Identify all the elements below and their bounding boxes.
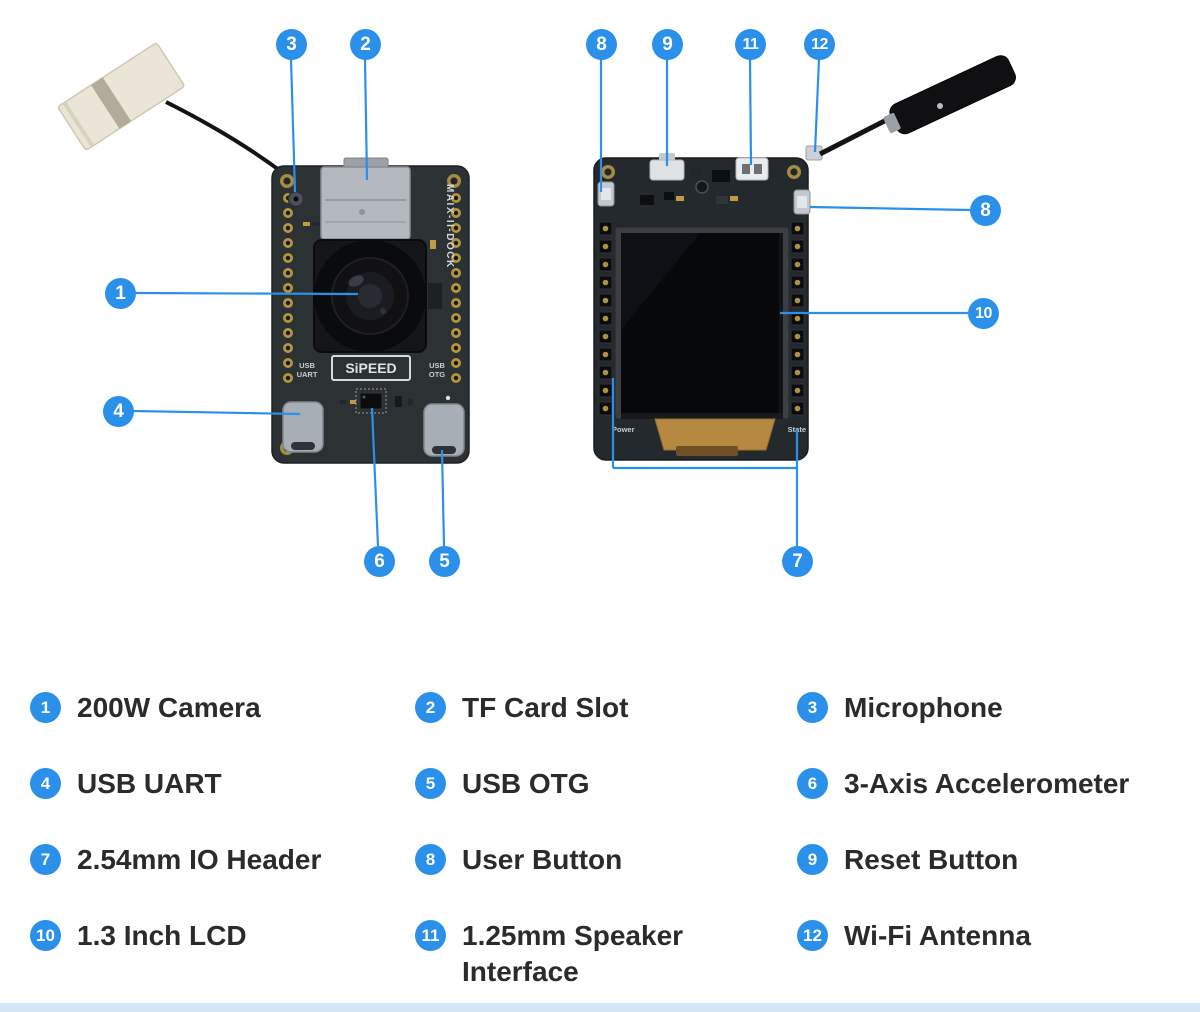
callout-badge-5: 5 <box>429 546 460 577</box>
board-front: SiPEED MAIX-II-DOCK USB UART USB OTG <box>271 157 470 464</box>
usb-otg-connector <box>423 403 465 457</box>
legend-number-badge: 5 <box>415 768 446 799</box>
legend-label: 1.25mm Speaker Interface <box>462 920 684 987</box>
board-annotation-diagram: SiPEED MAIX-II-DOCK USB UART USB OTG <box>57 29 1016 577</box>
silkscreen-front: SiPEED MAIX-II-DOCK USB UART USB OTG <box>297 184 455 381</box>
legend-label: TF Card Slot <box>462 692 629 723</box>
callout-badge-7: 7 <box>782 546 813 577</box>
small-chips-back <box>640 168 738 205</box>
legend-item-microphone: 3 Microphone <box>797 690 1195 726</box>
line-to-camera <box>134 291 359 296</box>
callout-badge-11: 11 <box>735 29 766 60</box>
legend-label: User Button <box>462 844 623 875</box>
io-header-pads-front <box>283 193 461 383</box>
callout-badge-8b: 8 <box>970 195 1001 226</box>
legend-label: 3-Axis Accelerometer <box>844 768 1130 799</box>
legend: 1 200W Camera 2 TF Card Slot 3 Microphon… <box>30 690 1195 990</box>
legend-item-accelerometer: 6 3-Axis Accelerometer <box>797 766 1195 802</box>
legend-number-badge: 8 <box>415 844 446 875</box>
line-to-antenna-connector <box>813 58 821 153</box>
legend-number-badge: 9 <box>797 844 828 875</box>
legend-item-wifi-antenna: 12 Wi-Fi Antenna <box>797 918 1195 990</box>
user-button-right <box>793 189 811 215</box>
line-to-microphone <box>289 58 297 193</box>
legend-label: USB UART <box>77 768 222 799</box>
legend-number-badge: 4 <box>30 768 61 799</box>
microphone <box>287 190 305 208</box>
legend-label: Reset Button <box>844 844 1019 875</box>
tf-card-slot <box>320 157 411 240</box>
callout-badge-10: 10 <box>968 298 999 329</box>
board-back: Power State <box>593 145 823 461</box>
legend-item-io-header: 7 2.54mm IO Header <box>30 842 415 878</box>
callout-badge-2: 2 <box>350 29 381 60</box>
passive-components <box>303 222 451 407</box>
legend-item-tf-card: 2 TF Card Slot <box>415 690 797 726</box>
power-label: Power <box>612 425 635 434</box>
usb-otg-label2: OTG <box>429 370 445 379</box>
line-to-usb-otg <box>440 449 446 547</box>
line-to-accelerometer <box>370 407 380 547</box>
line-to-user-button-right <box>809 205 971 212</box>
line-to-io-headers <box>611 378 799 546</box>
sipeed-logo-text: SiPEED <box>345 360 396 376</box>
callout-badge-1: 1 <box>105 278 136 309</box>
line-to-speaker-interface <box>748 58 753 166</box>
legend-label: USB OTG <box>462 768 590 799</box>
lcd-screen <box>614 226 790 420</box>
callout-badge-3: 3 <box>276 29 307 60</box>
io-header-left <box>598 221 613 416</box>
callout-badge-4: 4 <box>103 396 134 427</box>
legend-number-badge: 6 <box>797 768 828 799</box>
callout-badge-6: 6 <box>364 546 395 577</box>
line-to-tf-slot <box>363 58 369 181</box>
microphone-back <box>695 180 709 194</box>
legend-number-badge: 7 <box>30 844 61 875</box>
callout-badge-12: 12 <box>804 29 835 60</box>
wifi-antenna-rod <box>818 55 1016 157</box>
lcd-ribbon-cable <box>654 418 776 456</box>
callout-lines <box>132 58 971 547</box>
legend-number-badge: 2 <box>415 692 446 723</box>
usb-uart-label: USB <box>299 361 315 370</box>
legend-item-usb-otg: 5 USB OTG <box>415 766 797 802</box>
legend-item-lcd: 10 1.3 Inch LCD <box>30 918 415 990</box>
io-header-right <box>790 221 805 416</box>
legend-number-badge: 10 <box>30 920 61 951</box>
usb-otg-label: USB <box>429 361 445 370</box>
legend-item-camera: 1 200W Camera <box>30 690 415 726</box>
mount-holes-back <box>601 165 801 179</box>
legend-item-user-button: 8 User Button <box>415 842 797 878</box>
legend-label: 200W Camera <box>77 692 261 723</box>
legend-number-badge: 1 <box>30 692 61 723</box>
silkscreen-back: Power State <box>612 425 806 434</box>
camera-module <box>313 239 442 353</box>
legend-number-badge: 3 <box>797 692 828 723</box>
usb-uart-label2: UART <box>297 370 318 379</box>
legend-label: Wi-Fi Antenna <box>844 920 1031 951</box>
legend-label: Microphone <box>844 692 1003 723</box>
legend-label: 2.54mm IO Header <box>77 844 322 875</box>
callout-badge-9: 9 <box>652 29 683 60</box>
model-text: MAIX-II-DOCK <box>444 184 455 269</box>
bottom-strip <box>0 1003 1200 1012</box>
boards-illustration: SiPEED MAIX-II-DOCK USB UART USB OTG <box>57 43 1016 547</box>
legend-item-usb-uart: 4 USB UART <box>30 766 415 802</box>
callout-badge-8a: 8 <box>586 29 617 60</box>
accelerometer-chip <box>355 388 387 414</box>
wifi-antenna-patch <box>57 43 314 198</box>
legend-item-speaker-interface: 11 1.25mm Speaker Interface <box>415 918 797 990</box>
state-label: State <box>788 425 806 434</box>
legend-item-reset-button: 9 Reset Button <box>797 842 1195 878</box>
legend-label: 1.3 Inch LCD <box>77 920 247 951</box>
legend-number-badge: 12 <box>797 920 828 951</box>
legend-number-badge: 11 <box>415 920 446 951</box>
line-to-usb-uart <box>132 409 301 416</box>
usb-uart-connector <box>282 401 324 453</box>
